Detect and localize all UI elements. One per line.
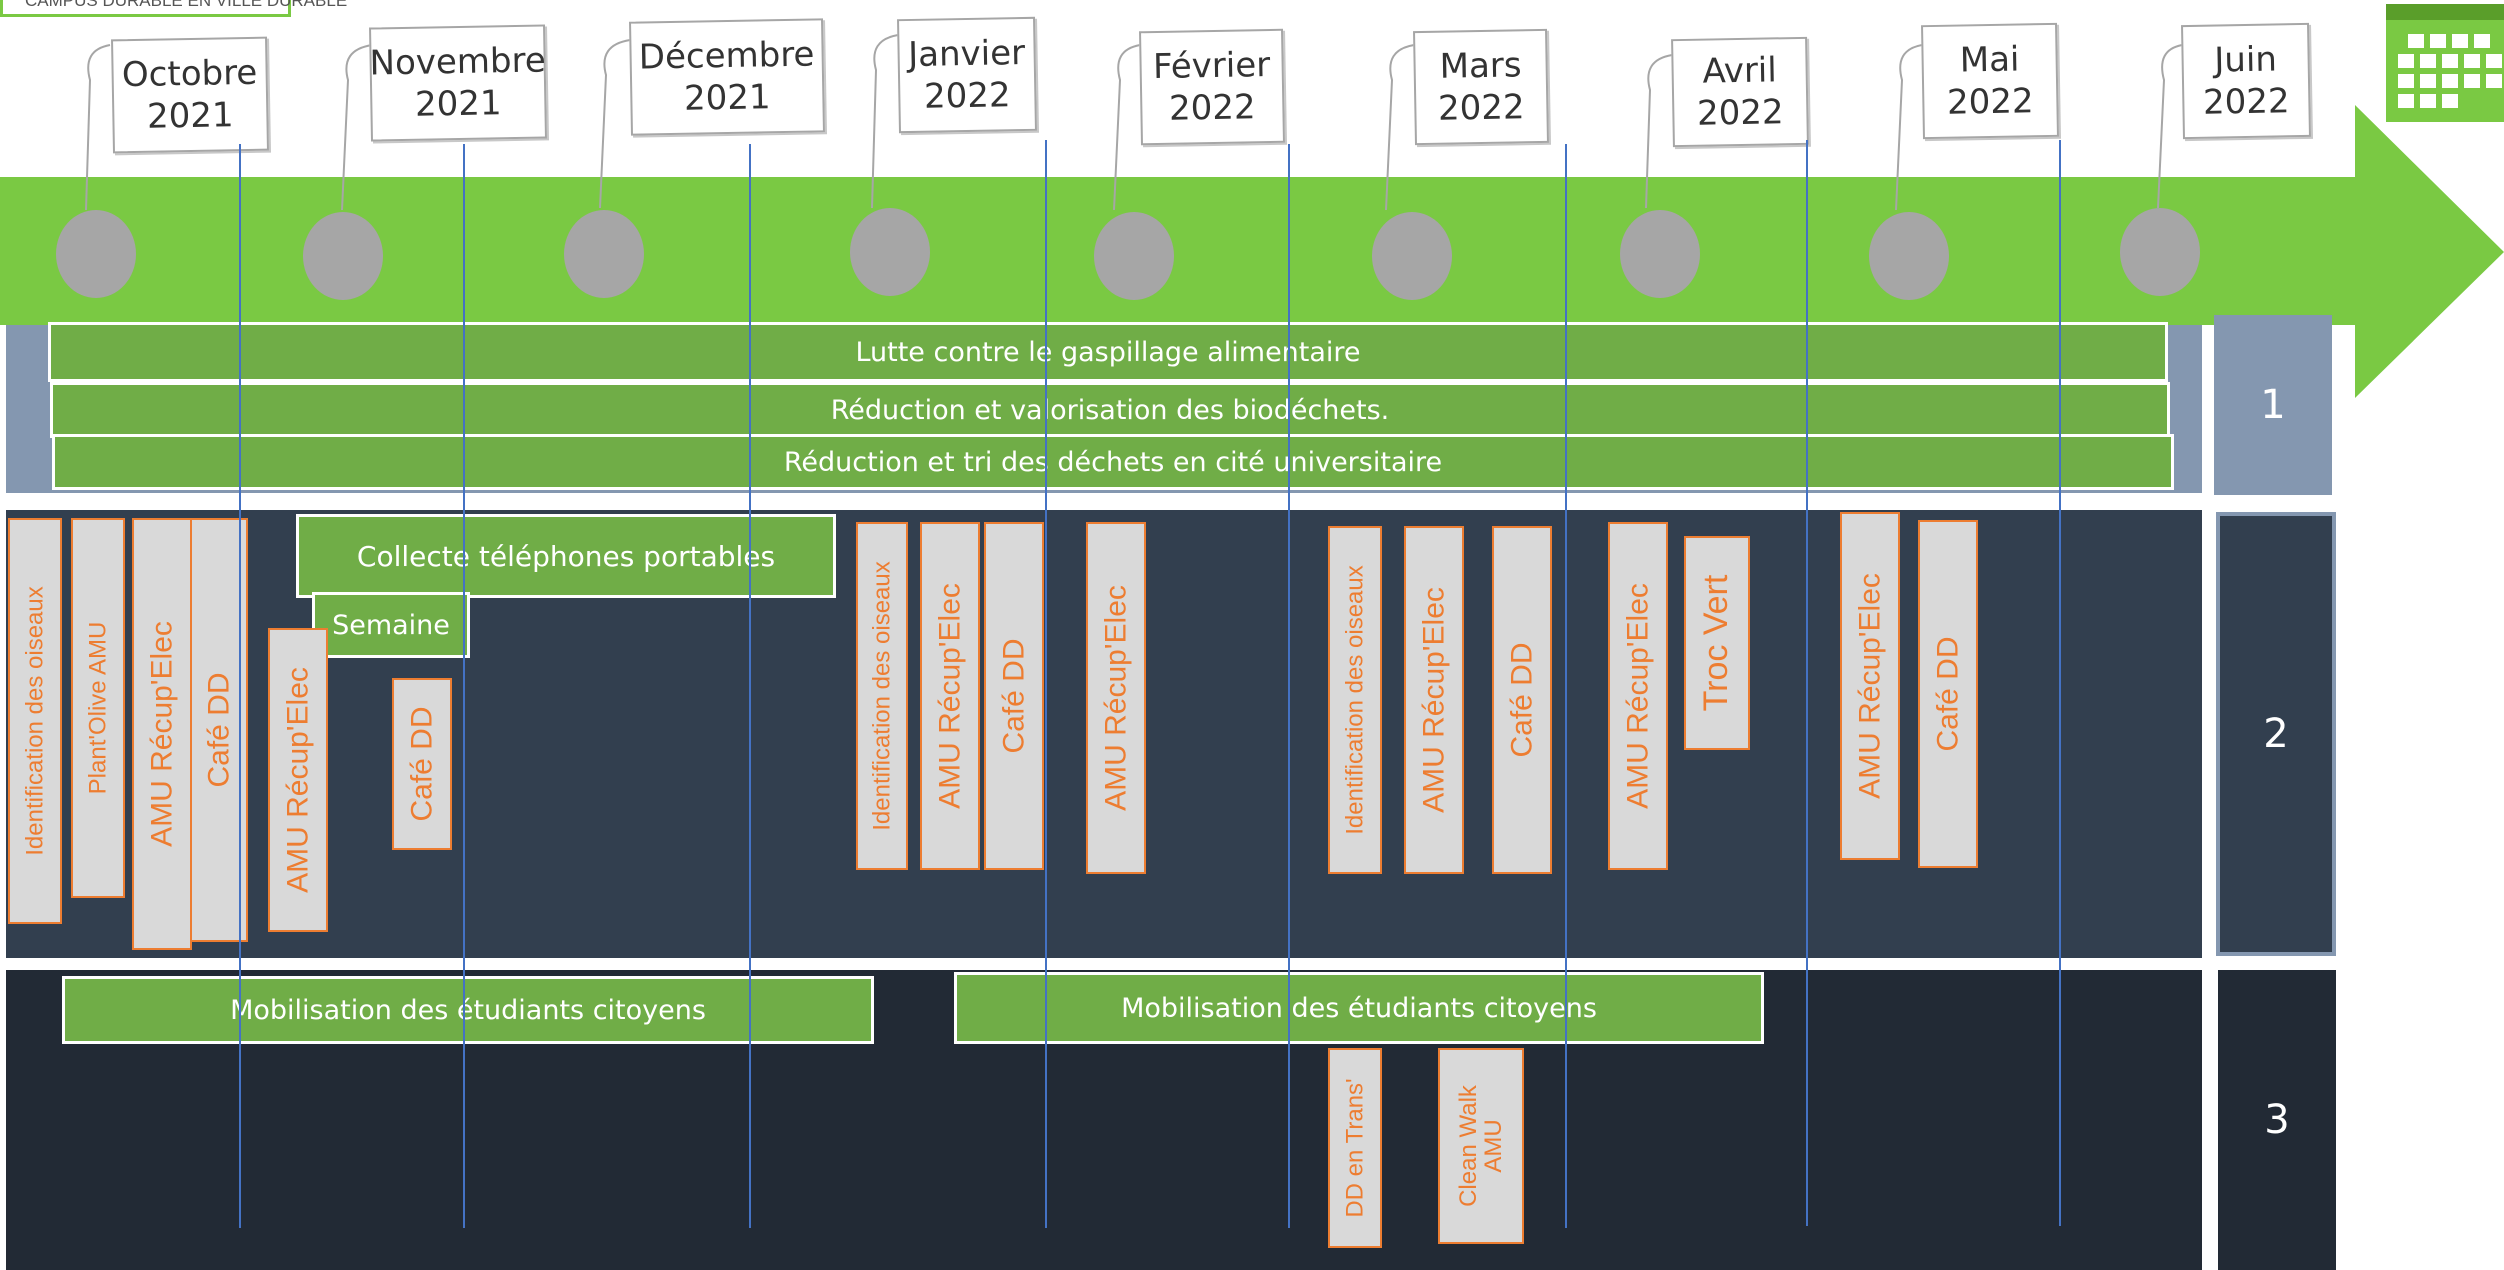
timeline-dot — [1620, 210, 1700, 298]
event-label-line: AMU — [1480, 1119, 1507, 1173]
event-amu-recup-elec: AMU Récup'Elec — [1404, 526, 1464, 874]
event-amu-recup-elec: AMU Récup'Elec — [1608, 522, 1668, 870]
bar-gaspillage-alimentaire: Lutte contre le gaspillage alimentaire — [48, 322, 2168, 382]
bar-semaine: Semaine — [312, 592, 470, 658]
event-amu-recup-elec: AMU Récup'Elec — [268, 628, 328, 932]
event-label: Café DD — [997, 638, 1031, 754]
month-name: Février — [1152, 44, 1271, 87]
bar-mobilisation-etudiants: Mobilisation des étudiants citoyens — [62, 976, 874, 1044]
month-marker-line — [463, 144, 465, 1228]
event-cafe-dd: Café DD — [190, 518, 248, 942]
event-label: DD en Trans' — [1341, 1078, 1369, 1218]
bar-collecte-telephones: Collecte téléphones portables — [296, 514, 836, 598]
event-label: AMU Récup'Elec — [1853, 573, 1887, 799]
month-year: 2022 — [923, 75, 1011, 117]
month-year: 2022 — [1168, 87, 1256, 129]
timeline-dot — [2120, 208, 2200, 296]
row-1-label: 1 — [2214, 315, 2332, 495]
event-plant-olive: Plant'Olive AMU — [71, 518, 125, 898]
timeline-dot — [303, 212, 383, 300]
event-cafe-dd: Café DD — [1918, 520, 1978, 868]
month-flag-janvier: Janvier 2022 — [897, 16, 1037, 134]
event-clean-walk-amu: Clean Walk AMU — [1438, 1048, 1524, 1244]
month-flag-octobre: Octobre 2021 — [111, 36, 269, 154]
month-flag-decembre: Décembre 2021 — [629, 18, 825, 136]
timeline-dot — [850, 208, 930, 296]
event-label: AMU Récup'Elec — [281, 667, 315, 893]
month-marker-line — [2059, 140, 2061, 1226]
month-year: 2022 — [2202, 81, 2290, 123]
month-flag-fevrier: Février 2022 — [1139, 28, 1285, 146]
month-name: Novembre — [369, 39, 547, 84]
bar-tri-dechets: Réduction et tri des déchets en cité uni… — [52, 434, 2174, 490]
event-amu-recup-elec: AMU Récup'Elec — [132, 518, 192, 950]
event-label: Identification des oiseaux — [1341, 565, 1369, 835]
event-identification-oiseaux: Identification des oiseaux — [856, 522, 908, 870]
event-identification-oiseaux: Identification des oiseaux — [1328, 526, 1382, 874]
event-label: Café DD — [1931, 636, 1965, 752]
month-name: Janvier — [907, 32, 1026, 75]
event-dd-en-trans: DD en Trans' — [1328, 1048, 1382, 1248]
month-name: Mars — [1439, 44, 1522, 87]
timeline-dot — [1372, 212, 1452, 300]
event-amu-recup-elec: AMU Récup'Elec — [1086, 522, 1146, 874]
timeline-dot — [1094, 212, 1174, 300]
event-label: AMU Récup'Elec — [933, 583, 967, 809]
month-marker-line — [1045, 140, 1047, 1228]
month-year: 2021 — [683, 77, 771, 119]
month-year: 2022 — [1437, 87, 1525, 129]
month-name: Juin — [2213, 38, 2278, 81]
timeline-dot — [564, 210, 644, 298]
month-year: 2021 — [414, 83, 502, 125]
event-troc-vert: Troc Vert — [1684, 536, 1750, 750]
logo-tagline: CAMPUS DURABLE EN VILLE DURABLE — [25, 0, 348, 10]
event-label: Café DD — [202, 672, 236, 788]
event-label: Café DD — [1505, 642, 1539, 758]
timeline-dot — [56, 210, 136, 298]
event-label: Troc Vert — [1697, 574, 1736, 712]
event-label: AMU Récup'Elec — [1621, 583, 1655, 809]
event-label: AMU Récup'Elec — [1417, 587, 1451, 813]
month-flag-avril: Avril 2022 — [1671, 36, 1809, 148]
event-label: Clean Walk AMU — [1454, 1085, 1507, 1207]
event-cafe-dd: Café DD — [984, 522, 1044, 870]
month-flag-novembre: Novembre 2021 — [369, 24, 547, 142]
flag-poles — [85, 34, 2183, 211]
month-flag-mars: Mars 2022 — [1413, 28, 1549, 146]
month-marker-line — [1806, 140, 1808, 1226]
event-identification-oiseaux: Identification des oiseaux — [8, 518, 62, 924]
month-name: Octobre — [121, 52, 258, 95]
bar-mobilisation-etudiants: Mobilisation des étudiants citoyens — [954, 972, 1764, 1044]
calendar-icon — [2386, 4, 2504, 122]
event-label: AMU Récup'Elec — [145, 621, 179, 847]
month-name: Avril — [1702, 49, 1778, 92]
event-cafe-dd: Café DD — [1492, 526, 1552, 874]
event-label: Café DD — [405, 706, 439, 822]
event-label: Identification des oiseaux — [868, 561, 896, 831]
timeline-dot — [1869, 212, 1949, 300]
event-label: AMU Récup'Elec — [1099, 585, 1133, 811]
month-name: Décembre — [638, 33, 815, 78]
month-year: 2021 — [146, 95, 234, 137]
event-amu-recup-elec: AMU Récup'Elec — [1840, 512, 1900, 860]
row-2-label: 2 — [2216, 512, 2336, 956]
row-3-label: 3 — [2218, 970, 2336, 1270]
event-cafe-dd: Café DD — [392, 678, 452, 850]
month-year: 2022 — [1696, 92, 1784, 134]
month-marker-line — [1288, 144, 1290, 1228]
bar-biodechets: Réduction et valorisation des biodéchets… — [50, 382, 2170, 438]
month-name: Mai — [1959, 38, 2020, 81]
month-year: 2022 — [1946, 81, 2034, 123]
logo: CAMPUS DURABLE EN VILLE DURABLE — [0, 0, 347, 17]
event-label-line: Clean Walk — [1454, 1085, 1482, 1207]
month-marker-line — [1565, 144, 1567, 1228]
month-flag-mai: Mai 2022 — [1921, 22, 2059, 140]
event-label: Identification des oiseaux — [21, 586, 49, 856]
month-marker-line — [239, 144, 241, 1228]
month-marker-line — [749, 144, 751, 1228]
event-amu-recup-elec: AMU Récup'Elec — [920, 522, 980, 870]
event-label: Plant'Olive AMU — [84, 621, 112, 795]
month-flag-juin: Juin 2022 — [2181, 22, 2311, 140]
